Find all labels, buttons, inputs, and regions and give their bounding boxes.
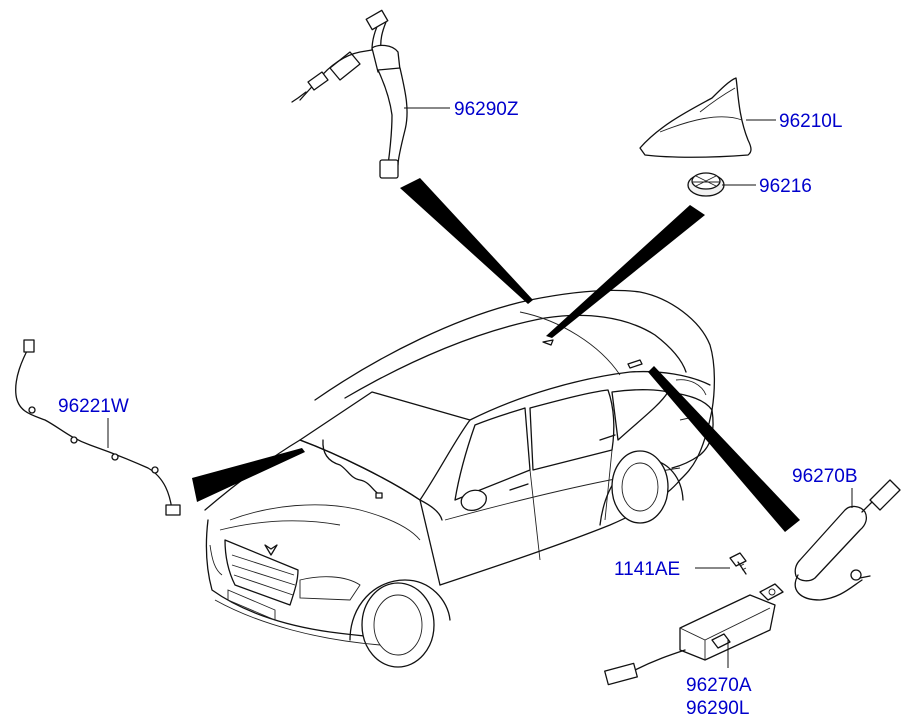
roof-antenna-mark [542,339,554,346]
part-96221W-wiring [15,339,181,516]
part-96216-nut [687,172,725,197]
part-1141AE-screw [729,552,747,575]
part-96290Z-cable [291,9,408,179]
label-1141AE: 1141AE [614,559,680,580]
car-illustration [204,289,716,668]
label-96221W: 96221W [58,396,129,417]
pointer-wedge-96221W [192,448,305,502]
pointer-wedge-96210L [546,205,705,338]
harness-clip [375,492,383,499]
label-96290L: 96290L [686,698,749,719]
part-96270A-amplifier [604,583,784,686]
part-96210L-shark-fin-antenna [639,77,752,158]
label-96270B: 96270B [792,466,858,487]
label-96290Z: 96290Z [454,99,519,120]
rear-antenna-mark [627,359,643,369]
label-96270A: 96270A [686,675,752,696]
label-96210L: 96210L [779,111,842,132]
pointer-wedge-96270B [648,366,800,532]
pointer-wedge-96290Z [400,178,533,304]
label-96216: 96216 [759,176,812,197]
part-96270B-filter [794,479,901,601]
harness-on-car [322,439,381,496]
